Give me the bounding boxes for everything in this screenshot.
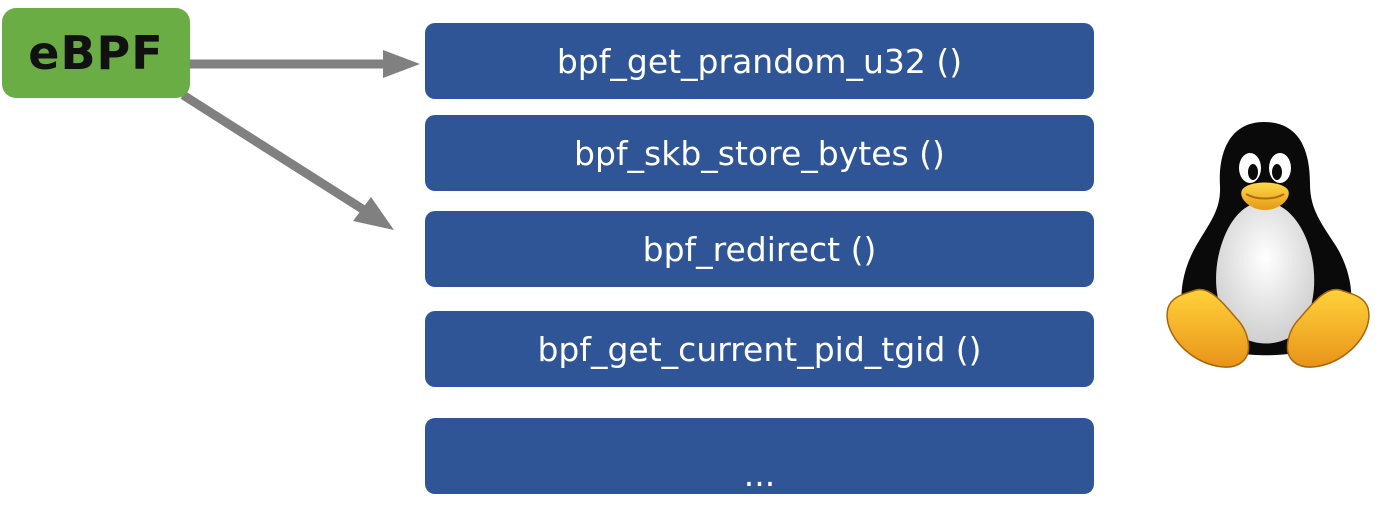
ebpf-label: eBPF	[28, 26, 164, 80]
helper-label: bpf_redirect ()	[642, 229, 877, 269]
helper-box-ellipsis: ...	[425, 418, 1094, 494]
helper-label: bpf_skb_store_bytes ()	[574, 133, 945, 173]
helper-label: bpf_get_prandom_u32 ()	[556, 41, 963, 81]
helper-box-bpf-skb-store-bytes: bpf_skb_store_bytes ()	[425, 115, 1094, 191]
helper-label: bpf_get_current_pid_tgid ()	[537, 329, 982, 369]
helper-label: ...	[743, 454, 776, 494]
ebpf-box: eBPF	[2, 8, 190, 98]
helper-box-bpf-redirect: bpf_redirect ()	[425, 211, 1094, 287]
helper-box-bpf-get-prandom-u32: bpf_get_prandom_u32 ()	[425, 23, 1094, 99]
linux-tux-penguin-icon	[1166, 122, 1370, 368]
arrow-to-first-helper	[190, 50, 420, 78]
arrow-to-third-helper	[180, 91, 394, 230]
helper-box-bpf-get-current-pid-tgid: bpf_get_current_pid_tgid ()	[425, 311, 1094, 387]
